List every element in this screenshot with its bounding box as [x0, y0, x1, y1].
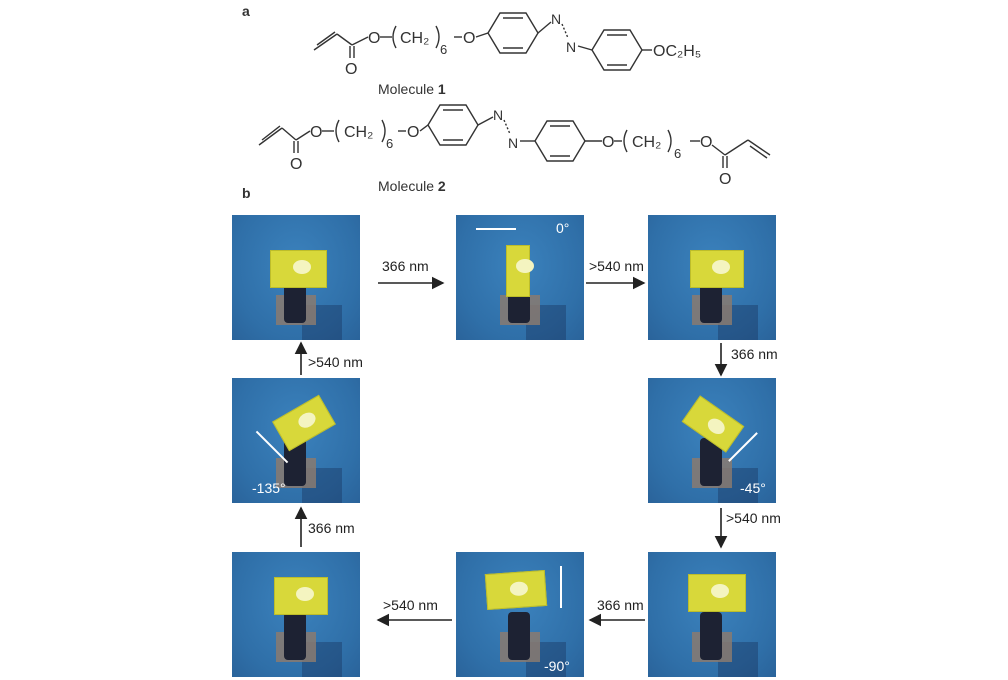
svg-text:O: O: [719, 171, 731, 188]
svg-text:N: N: [551, 11, 561, 27]
svg-text:N: N: [566, 39, 576, 55]
angle-label: 0°: [556, 220, 570, 236]
svg-text:CH₂: CH₂: [344, 124, 373, 141]
photo-flat-2: [648, 552, 776, 677]
photo-bent-minus135deg: -135°: [232, 378, 360, 503]
arrow-label: 366 nm: [382, 258, 429, 274]
photo-bent-minus90deg: -90°: [456, 552, 584, 677]
svg-text:O: O: [310, 124, 322, 141]
panel-a-label: a: [242, 3, 250, 19]
photo-flat-3: [232, 552, 360, 677]
photo-initial: [232, 215, 360, 340]
svg-text:O: O: [407, 124, 419, 141]
molecule-1-bonds: [313, 12, 652, 71]
svg-text:6: 6: [386, 136, 393, 151]
arrow-label: >540 nm: [726, 510, 781, 526]
svg-text:N: N: [508, 135, 518, 151]
molecule-2-atoms: O O CH₂ 6 O N N O CH₂ 6 O O: [290, 107, 731, 188]
polarization-arrow-icon: [560, 566, 562, 608]
svg-text:O: O: [345, 61, 357, 78]
panel-b-label: b: [242, 185, 251, 200]
angle-label: -135°: [252, 480, 286, 496]
molecule-1-atoms: O O CH₂ 6 O N N OC₂H₅: [345, 11, 701, 78]
molecule-1-caption: Molecule 1: [378, 81, 446, 97]
svg-text:O: O: [602, 134, 614, 151]
svg-text:N: N: [493, 107, 503, 123]
svg-text:O: O: [368, 30, 380, 47]
angle-label: -45°: [740, 480, 766, 496]
svg-text:6: 6: [440, 42, 447, 57]
angle-label: -90°: [544, 658, 570, 674]
arrow-label: 366 nm: [308, 520, 355, 536]
photo-flat-1: [648, 215, 776, 340]
svg-text:O: O: [463, 30, 475, 47]
svg-text:O: O: [700, 134, 712, 151]
photo-bent-minus45deg: -45°: [648, 378, 776, 503]
photo-bent-0deg: 0°: [456, 215, 584, 340]
arrow-label: >540 nm: [589, 258, 644, 274]
molecule-2-caption: Molecule 2: [378, 178, 446, 194]
arrow-label: >540 nm: [383, 597, 438, 613]
svg-text:O: O: [290, 156, 302, 173]
arrow-label: 366 nm: [597, 597, 644, 613]
arrow-label: >540 nm: [308, 354, 363, 370]
svg-text:6: 6: [674, 146, 681, 161]
chemical-structures: a O O CH₂ 6 O N N OC₂H₅ Molecule 1: [242, 3, 771, 200]
molecule-2-bonds: [258, 104, 771, 168]
svg-text:OC₂H₅: OC₂H₅: [653, 43, 701, 60]
svg-text:CH₂: CH₂: [632, 134, 661, 151]
polarization-arrow-icon: [476, 228, 516, 230]
svg-text:CH₂: CH₂: [400, 30, 429, 47]
arrow-label: 366 nm: [731, 346, 778, 362]
